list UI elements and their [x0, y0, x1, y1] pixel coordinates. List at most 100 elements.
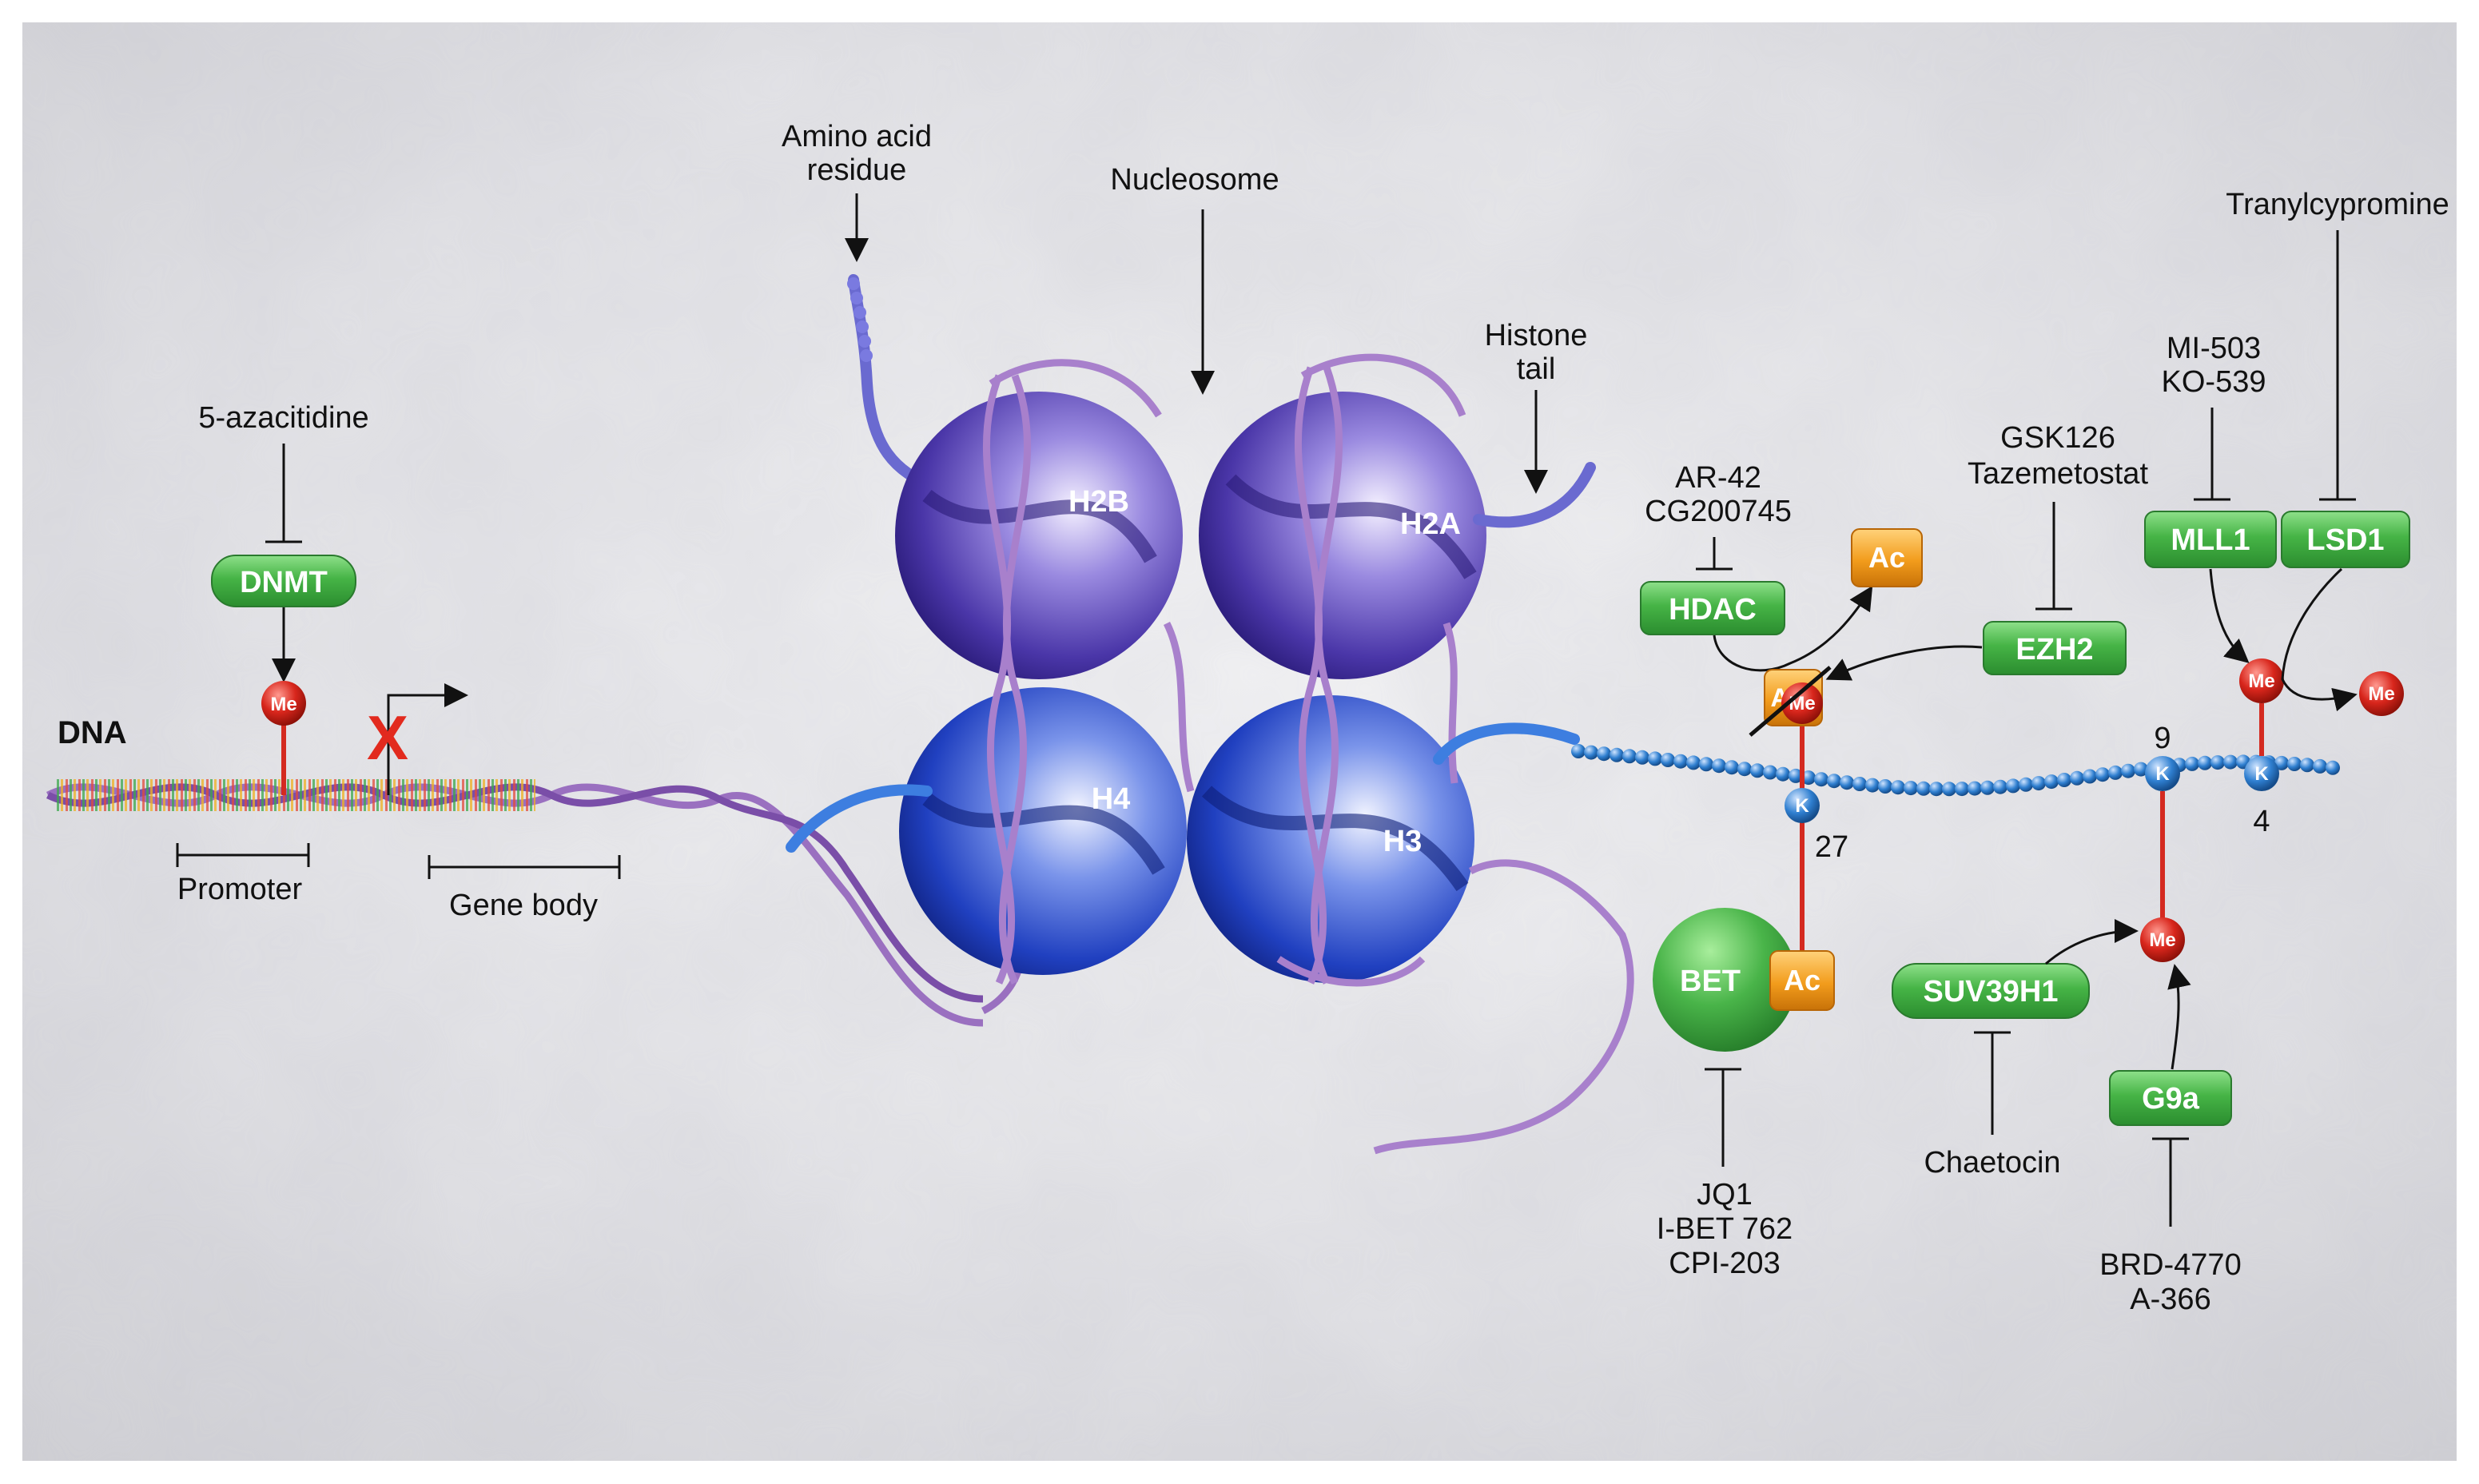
- k4-methyl-label: Me: [2248, 670, 2274, 692]
- promoter-label: Promoter: [177, 873, 303, 906]
- h2a-tail: [1473, 462, 1596, 528]
- k27-lysine-bead: K: [1785, 788, 1820, 823]
- h3-tail-bead: [1916, 781, 1931, 796]
- h3-tail-bead: [1801, 770, 1816, 786]
- h3-tail-bead: [1622, 749, 1637, 764]
- h2b-label: H2B: [1068, 485, 1129, 519]
- h3-tail-bead: [1725, 760, 1739, 775]
- h3-tail-bead: [1673, 754, 1688, 769]
- k9-number: 9: [2154, 722, 2171, 755]
- transcription-start-arrow: [387, 683, 468, 795]
- h3-tail-bead: [2326, 760, 2340, 775]
- k9-methyl-badge: Me: [2140, 917, 2185, 962]
- h3-tail-bead: [1827, 774, 1841, 789]
- h3-tail-bead: [2083, 769, 2097, 784]
- h3-tail-bead: [2287, 757, 2302, 771]
- h3-tail-bead: [2274, 755, 2289, 770]
- histone-h2a: H2A: [1199, 392, 1486, 679]
- inhibitor-ar42: AR-42: [1675, 461, 1761, 495]
- inhibitor-jq1: JQ1: [1697, 1178, 1753, 1211]
- mll1-arrow: [2209, 568, 2250, 663]
- inhibitor-5-azacitidine: 5-azacitidine: [198, 401, 368, 435]
- dnmt-inhibition-line: [265, 444, 302, 543]
- nucleosome-dna: [982, 353, 1634, 1155]
- h3-tail-bead: [1763, 765, 1777, 780]
- h3-tail-bead: [1661, 753, 1675, 767]
- h3-tail-bead: [1635, 750, 1649, 765]
- inhibitor-cpi203: CPI-203: [1669, 1247, 1780, 1280]
- lsd1-inhibition-line: [2319, 230, 2356, 501]
- inhibitor-chaetocin: Chaetocin: [1924, 1146, 2060, 1180]
- g9a-arrow: [2167, 964, 2191, 1070]
- histone-tail-label-line2: tail: [1517, 352, 1556, 386]
- g9a-inhibition-line: [2152, 1137, 2189, 1227]
- ezh2-arrow: [1825, 645, 1983, 681]
- h3-tail-stem: [1433, 722, 1580, 765]
- k9-lysine-label: K: [2155, 763, 2170, 785]
- k27-crossout: [1749, 666, 1832, 737]
- histone-h2b: H2B: [895, 392, 1183, 679]
- mll1-pill: MLL1: [2144, 511, 2277, 568]
- h3-tail-bead: [2198, 755, 2212, 770]
- h3-tail-bead: [2057, 773, 2071, 787]
- released-acetyl-label: Ac: [1868, 541, 1905, 574]
- bet-acetyl-label: Ac: [1784, 964, 1820, 997]
- bet-acetyl-square: Ac: [1769, 950, 1835, 1011]
- h3-tail-bead: [1904, 781, 1918, 796]
- dna-methyl-badge: Me: [261, 681, 306, 726]
- h3-tail-bead: [2185, 756, 2199, 771]
- inhibitor-cg200745: CG200745: [1645, 495, 1792, 528]
- h3-tail-bead: [2044, 774, 2059, 790]
- ezh2-pill: EZH2: [1983, 621, 2127, 675]
- promoter-bracket: [176, 843, 310, 867]
- inhibitor-ibet762: I-BET 762: [1657, 1212, 1793, 1246]
- suv39h1-label: SUV39H1: [1924, 975, 2059, 1009]
- lsd1-pill: LSD1: [2281, 511, 2410, 568]
- h3-tail-bead: [1993, 779, 2007, 794]
- k4-methyl-badge: Me: [2239, 658, 2284, 703]
- released-methyl-badge: Me: [2359, 671, 2404, 716]
- h3-tail-bead: [1878, 779, 1892, 794]
- bet-inhibition-line: [1705, 1068, 1741, 1167]
- k27-number: 27: [1815, 830, 1848, 864]
- h3-tail-bead: [1865, 778, 1880, 793]
- inhibitor-brd4770: BRD-4770: [2099, 1248, 2241, 1282]
- histone-h4: H4: [899, 687, 1187, 975]
- h3-tail-bead: [1852, 777, 1867, 791]
- k4-number: 4: [2253, 805, 2270, 838]
- h3-tail-bead: [1699, 757, 1713, 772]
- nucleosome-label: Nucleosome: [1110, 163, 1279, 197]
- h3-tail-bead: [1980, 780, 1995, 795]
- k4-lysine-bead: K: [2244, 756, 2279, 791]
- h4-tail: [786, 784, 933, 853]
- hdac-inhibition-line: [1696, 537, 1733, 571]
- h3-tail-bead: [1750, 763, 1765, 778]
- k9-lysine-bead: K: [2145, 756, 2180, 791]
- g9a-label: G9a: [2142, 1082, 2200, 1116]
- h3-tail-bead: [1955, 782, 1969, 797]
- released-methyl-label: Me: [2368, 683, 2394, 705]
- h3-tail-bead: [2031, 776, 2046, 791]
- h3-tail-bead: [1929, 782, 1944, 797]
- hdac-arrow: [1713, 585, 1873, 672]
- ezh2-inhibition-line: [2035, 502, 2072, 611]
- lsd1-label: LSD1: [2306, 523, 2384, 557]
- h3-tail-bead: [2313, 758, 2327, 774]
- h3-tail-bead: [2019, 777, 2033, 792]
- inhibitor-a366: A-366: [2130, 1283, 2210, 1316]
- inhibitor-tranylcypromine: Tranylcypromine: [2226, 188, 2449, 221]
- h3-tail-bead: [1776, 766, 1790, 782]
- dna-label: DNA: [58, 715, 127, 750]
- amino-acid-label-line2: residue: [807, 153, 907, 187]
- gene-body-bracket: [428, 855, 621, 879]
- g9a-pill: G9a: [2109, 1070, 2232, 1126]
- suv39h1-pill: SUV39H1: [1892, 963, 2090, 1019]
- inhibitor-tazemetostat: Tazemetostat: [1968, 457, 2148, 491]
- h3-tail-bead: [1840, 775, 1854, 790]
- bet-ball: BET: [1653, 908, 1797, 1052]
- dna-methyl-label: Me: [270, 694, 296, 715]
- h3-tail-bead: [1891, 780, 1905, 795]
- k27-methyl-label: Me: [1789, 693, 1815, 714]
- h3-tail-bead: [1814, 772, 1828, 787]
